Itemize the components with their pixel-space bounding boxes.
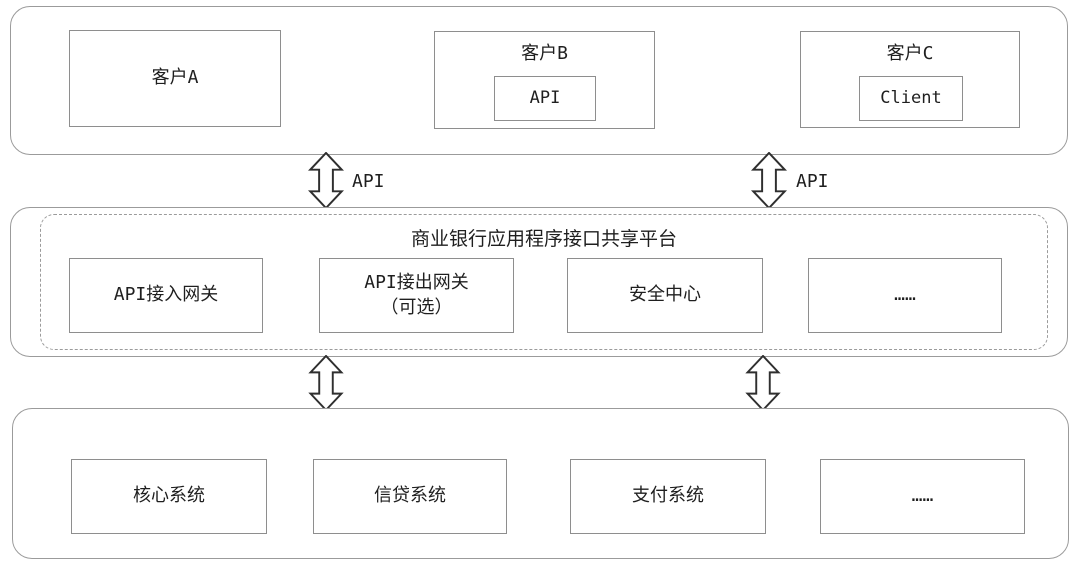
client-a-box: 客户A bbox=[69, 30, 281, 127]
client-c-client-box: Client bbox=[859, 76, 963, 121]
double-arrow-icon bbox=[308, 355, 344, 411]
clients-layer-container: 客户A 客户B API 客户C Client bbox=[10, 6, 1068, 155]
client-c-client-label: Client bbox=[880, 88, 942, 109]
client-a-label: 客户A bbox=[151, 67, 199, 89]
double-arrow-icon bbox=[745, 355, 781, 411]
payment-system-box: 支付系统 bbox=[570, 459, 766, 534]
client-b-api-label: API bbox=[529, 88, 561, 109]
api-arrow-label-left: API bbox=[352, 171, 385, 192]
backend-ellipsis-label: …… bbox=[911, 485, 934, 507]
platform-ellipsis-label: …… bbox=[894, 284, 916, 306]
platform-ellipsis-box: …… bbox=[808, 258, 1002, 333]
api-in-gateway-box: API接入网关 bbox=[69, 258, 263, 333]
double-arrow-icon bbox=[308, 152, 344, 209]
api-arrow-label-right: API bbox=[796, 171, 829, 192]
api-out-gateway-box: API接出网关 （可选） bbox=[319, 258, 514, 333]
backend-ellipsis-box: …… bbox=[820, 459, 1025, 534]
client-b-api-box: API bbox=[494, 76, 596, 121]
client-c-label: 客户C bbox=[886, 43, 934, 64]
double-arrow-icon bbox=[751, 152, 787, 209]
credit-system-box: 信贷系统 bbox=[313, 459, 507, 534]
payment-system-label: 支付系统 bbox=[632, 485, 704, 507]
core-system-label: 核心系统 bbox=[133, 485, 205, 507]
credit-system-label: 信贷系统 bbox=[374, 485, 446, 507]
platform-layer-container: 商业银行应用程序接口共享平台 API接入网关 API接出网关 （可选） 安全中心… bbox=[10, 207, 1068, 357]
client-c-box: 客户C Client bbox=[800, 31, 1020, 128]
api-in-gateway-label: API接入网关 bbox=[113, 284, 219, 306]
security-center-label: 安全中心 bbox=[629, 284, 701, 306]
api-out-gateway-label: API接出网关 bbox=[364, 272, 469, 294]
api-out-gateway-optional-label: （可选） bbox=[380, 296, 453, 318]
security-center-box: 安全中心 bbox=[567, 258, 763, 333]
client-b-box: 客户B API bbox=[434, 31, 655, 129]
platform-title: 商业银行应用程序接口共享平台 bbox=[410, 228, 677, 250]
platform-dashed-frame: 商业银行应用程序接口共享平台 bbox=[40, 214, 1048, 350]
backend-layer-container: 核心系统 信贷系统 支付系统 …… bbox=[12, 408, 1069, 559]
core-system-box: 核心系统 bbox=[71, 459, 267, 534]
client-b-label: 客户B bbox=[521, 43, 568, 64]
